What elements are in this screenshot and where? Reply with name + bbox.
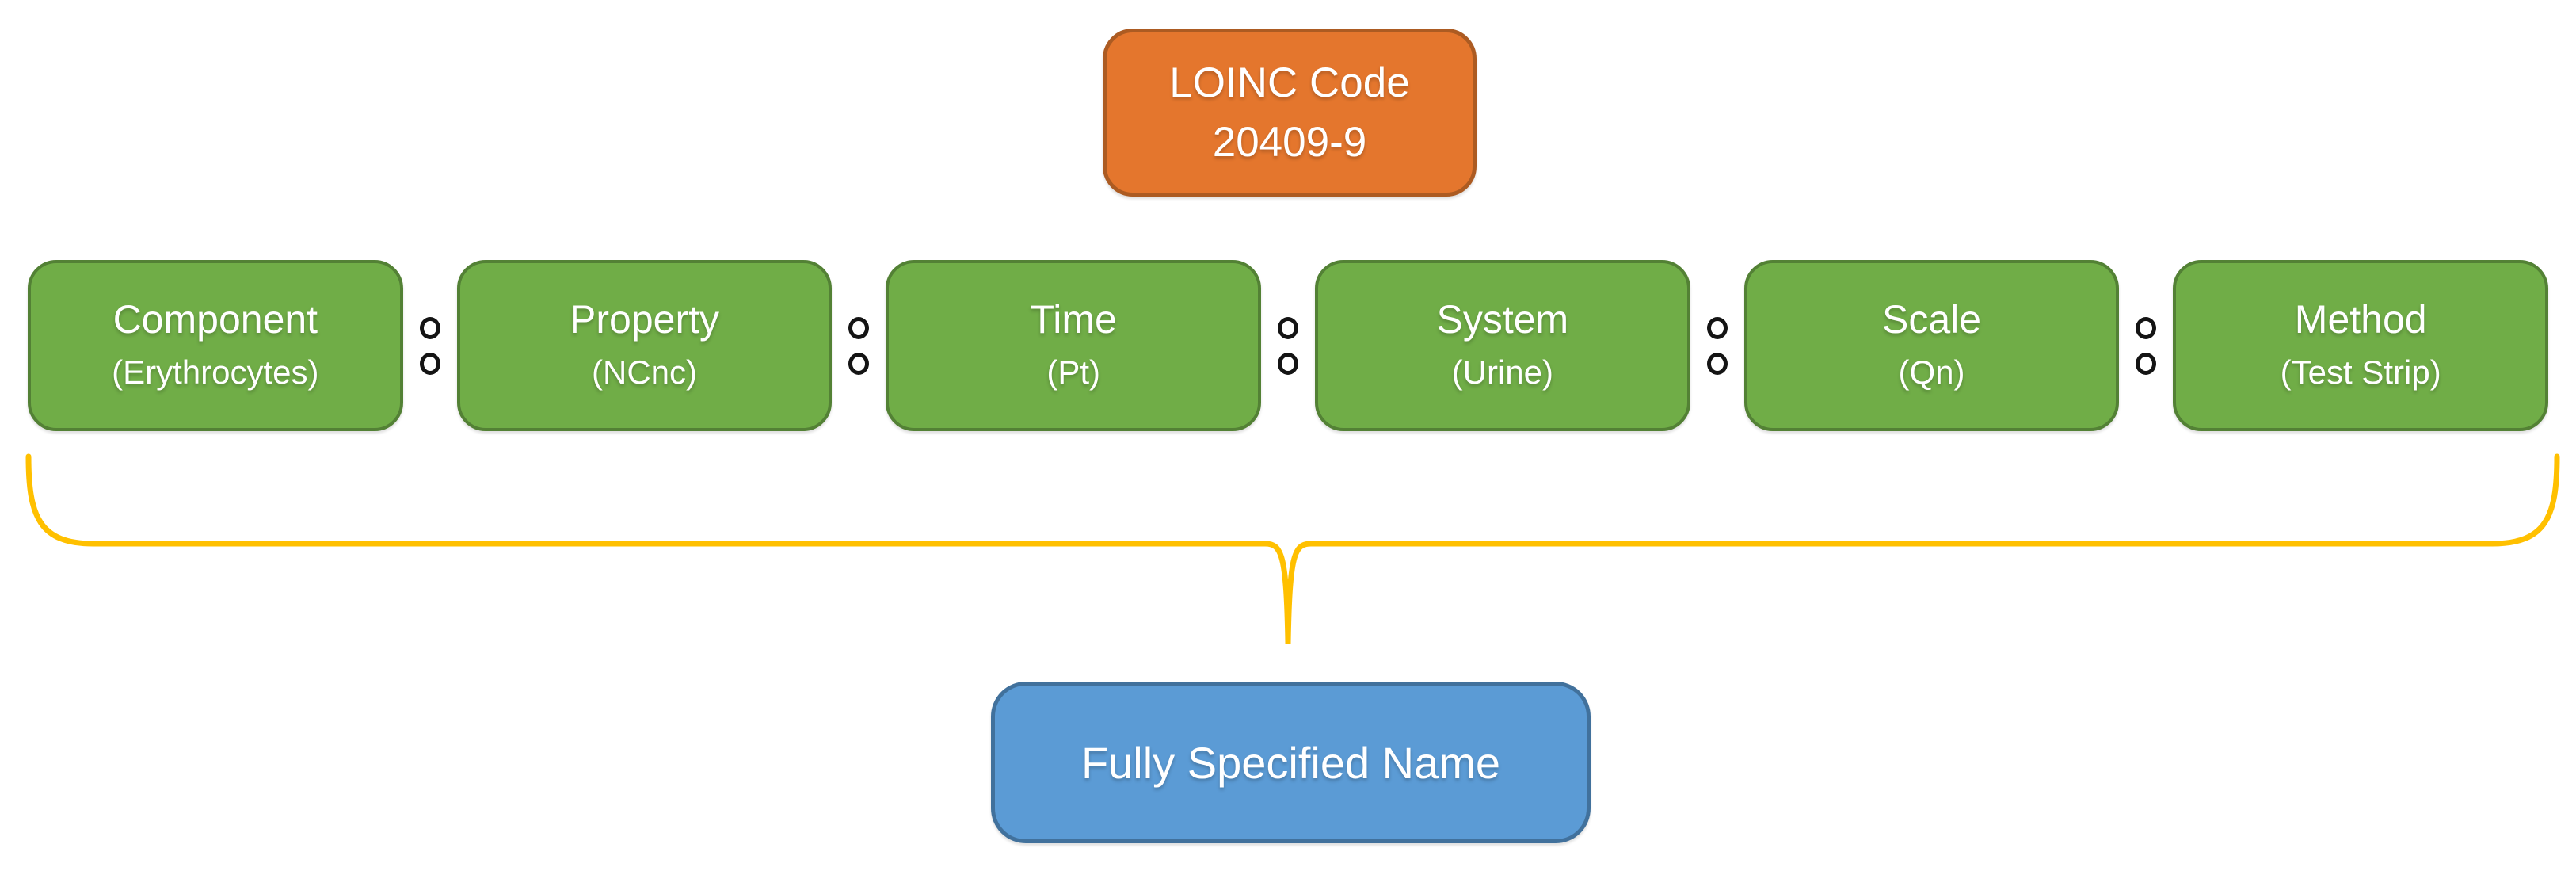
parts-row: Component (Erythrocytes) Property (NCnc)… bbox=[28, 260, 2549, 431]
brace-path bbox=[25, 453, 2560, 644]
loinc-code-value: 20409-9 bbox=[1212, 119, 1367, 166]
part-label-scale: Scale bbox=[1881, 297, 1982, 342]
part-label-property: Property bbox=[570, 297, 719, 342]
fully-specified-name-label: Fully Specified Name bbox=[1080, 737, 1501, 788]
part-box-property: Property (NCnc) bbox=[456, 260, 833, 431]
loinc-code-box: LOINC Code 20409-9 bbox=[1103, 29, 1477, 197]
part-label-component: Component bbox=[112, 297, 318, 342]
colon-dot-icon bbox=[1278, 316, 1299, 339]
part-value-component: (Erythrocytes) bbox=[112, 353, 319, 392]
part-box-component: Component (Erythrocytes) bbox=[28, 260, 403, 431]
colon-dot-icon bbox=[848, 352, 870, 375]
fully-specified-name-box: Fully Specified Name bbox=[991, 682, 1591, 843]
part-value-property: (NCnc) bbox=[592, 353, 697, 392]
part-box-system: System (Urine) bbox=[1315, 260, 1690, 431]
part-box-method: Method (Test Strip) bbox=[2173, 260, 2549, 431]
colon-dot-icon bbox=[1706, 352, 1728, 375]
part-label-system: System bbox=[1436, 297, 1569, 342]
part-value-time: (Pt) bbox=[1046, 353, 1100, 392]
part-value-system: (Urine) bbox=[1451, 353, 1554, 392]
colon-dot-icon bbox=[419, 316, 440, 339]
colon-separator-icon bbox=[1261, 260, 1315, 431]
colon-dot-icon bbox=[1706, 316, 1728, 339]
colon-separator-icon bbox=[2119, 260, 2173, 431]
part-value-method: (Test Strip) bbox=[2280, 353, 2441, 392]
colon-dot-icon bbox=[2136, 316, 2157, 339]
loinc-code-title: LOINC Code bbox=[1169, 59, 1410, 106]
part-value-scale: (Qn) bbox=[1898, 353, 1965, 392]
colon-dot-icon bbox=[2136, 352, 2157, 375]
colon-separator-icon bbox=[1690, 260, 1744, 431]
part-label-time: Time bbox=[1030, 297, 1117, 342]
part-box-scale: Scale (Qn) bbox=[1743, 260, 2120, 431]
part-label-method: Method bbox=[2294, 297, 2427, 342]
colon-separator-icon bbox=[403, 260, 457, 431]
colon-dot-icon bbox=[848, 316, 870, 339]
part-box-time: Time (Pt) bbox=[886, 260, 1262, 431]
colon-separator-icon bbox=[832, 260, 886, 431]
colon-dot-icon bbox=[419, 352, 440, 375]
colon-dot-icon bbox=[1278, 352, 1299, 375]
